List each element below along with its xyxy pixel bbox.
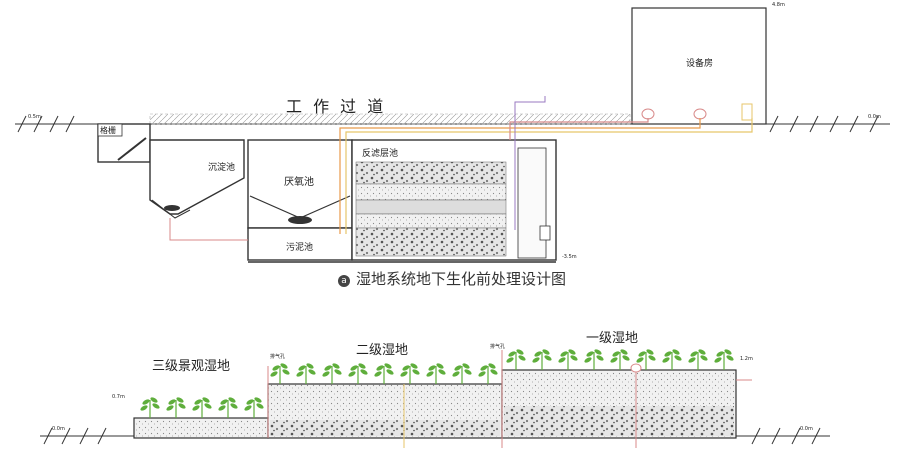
underground-pretreatment-section: 0.5m 0.0m 工 作 过 道 设备房 4.8m 格栅 沉淀池 厌氧池 污泥…: [15, 2, 890, 263]
plant-icon: [192, 397, 212, 418]
plant-icon: [400, 363, 420, 384]
wetland-section: 0.0m 0.0m 0.7m 三级景观湿地 二级湿地 排气孔 一级湿地 排气孔 …: [40, 331, 830, 448]
plant-icon: [270, 363, 290, 384]
ground-hatch-bottom-left: [43, 427, 107, 445]
blower-icon-2: [693, 108, 707, 120]
elev-w3-label: 0.7m: [112, 394, 125, 400]
elev-bottom-label: -3.5m: [562, 254, 577, 260]
pipe-yellow: [345, 118, 753, 234]
tank-icon: [741, 103, 753, 121]
pipe-orange: [339, 118, 701, 234]
settling-tank: [149, 139, 245, 215]
plant-icon: [636, 349, 656, 370]
plant-icon: [322, 363, 342, 384]
corridor-slab: [149, 113, 631, 125]
exhaust-1-label: 排气孔: [270, 353, 285, 360]
pipe-pink: [509, 118, 649, 140]
caption-text: 湿地系统地下生化前处理设计图: [355, 270, 566, 288]
plant-icon: [140, 397, 160, 418]
plant-icon: [166, 397, 186, 418]
figure-caption: a 湿地系统地下生化前处理设计图: [0, 268, 904, 289]
plant-icon: [688, 349, 708, 370]
exhaust-2-label: 排气孔: [490, 343, 505, 350]
plant-icon: [714, 349, 734, 370]
wetland-3-tank: [133, 417, 269, 439]
elev-bottom-right: 0.0m: [800, 426, 813, 432]
grille-label: 格栅: [100, 125, 116, 135]
plant-icon: [296, 363, 316, 384]
elev-top-label: 4.8m: [772, 2, 785, 8]
plant-icon: [610, 349, 630, 370]
elev-w1-label: 1.2m: [740, 356, 753, 362]
ground-hatch-bottom-right: [751, 427, 821, 445]
plant-icon: [478, 363, 498, 384]
plant-icon: [506, 349, 526, 370]
elev-bottom-left: 0.0m: [52, 426, 65, 432]
caption-badge: a: [337, 275, 350, 287]
wetland-plants: [140, 349, 734, 418]
plant-icon: [426, 363, 446, 384]
settling-tank-label: 沉淀池: [208, 161, 235, 173]
pipe-purple: [514, 96, 546, 230]
plant-icon: [532, 349, 552, 370]
plant-icon: [374, 363, 394, 384]
elev-right-label: 0.0m: [868, 114, 881, 120]
plant-icon: [218, 397, 238, 418]
backwash-tank-label: 反滤层池: [362, 147, 398, 159]
wetland-3-label: 三级景观湿地: [152, 359, 230, 374]
elev-left-label: 0.5m: [28, 114, 41, 120]
wetland-2-label: 二级湿地: [356, 343, 408, 358]
plant-icon: [584, 349, 604, 370]
plant-icon: [662, 349, 682, 370]
plant-icon: [452, 363, 472, 384]
wetland-1-label: 一级湿地: [586, 331, 638, 346]
anoxic-tank-label: 厌氧池: [284, 175, 314, 188]
sludge-tank: [247, 227, 353, 261]
sludge-tank-label: 污泥池: [286, 241, 313, 253]
plant-icon: [558, 349, 578, 370]
equipment-room-label: 设备房: [686, 57, 713, 69]
plant-icon: [348, 363, 368, 384]
ground-hatch-left: [17, 115, 75, 133]
ground-hatch-right: [769, 115, 879, 133]
blower-icon-1: [641, 108, 655, 120]
plant-icon: [244, 397, 264, 418]
corridor-label: 工 作 过 道: [286, 97, 386, 116]
